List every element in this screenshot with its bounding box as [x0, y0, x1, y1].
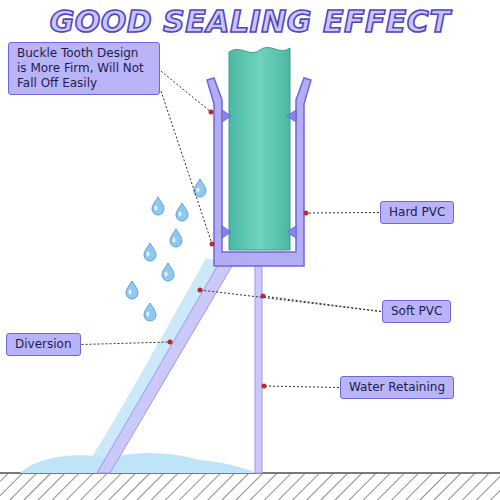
leader-dot — [210, 242, 215, 247]
callout-text: Soft PVC — [391, 304, 442, 319]
leader-dot — [262, 384, 267, 389]
leader-line — [200, 290, 381, 312]
water-puddle — [20, 453, 256, 473]
water-stream — [84, 258, 222, 468]
seal-channel — [207, 78, 311, 266]
callout-box: Diversion — [6, 333, 81, 356]
callout-box: Buckle Tooth Design is More Firm, Will N… — [8, 42, 160, 95]
leader-dot — [209, 110, 214, 115]
callout-text: Hard PVC — [389, 205, 445, 220]
leader-dot — [168, 340, 173, 345]
callout-box: Soft PVC — [382, 300, 451, 323]
leader-line — [161, 71, 211, 112]
diversion-flap — [97, 258, 232, 473]
leader-line — [82, 342, 170, 345]
callout-box: Water Retaining — [340, 376, 454, 399]
callout-text: Buckle Tooth Design is More Firm, Will N… — [17, 46, 151, 91]
callout-text: Water Retaining — [349, 380, 445, 395]
leader-line — [264, 386, 339, 388]
floor-hatch — [0, 473, 500, 500]
callout-text: Diversion — [15, 337, 72, 352]
title: GOOD SEALING EFFECT — [0, 4, 500, 39]
retaining-flap — [255, 262, 262, 473]
leader-line — [306, 212, 379, 214]
leader-line — [161, 91, 212, 244]
leader-dot — [198, 288, 203, 293]
leader-dot — [304, 211, 309, 216]
buckle-teeth — [222, 110, 296, 238]
glass-panel — [229, 47, 290, 250]
callout-box: Hard PVC — [380, 201, 454, 224]
